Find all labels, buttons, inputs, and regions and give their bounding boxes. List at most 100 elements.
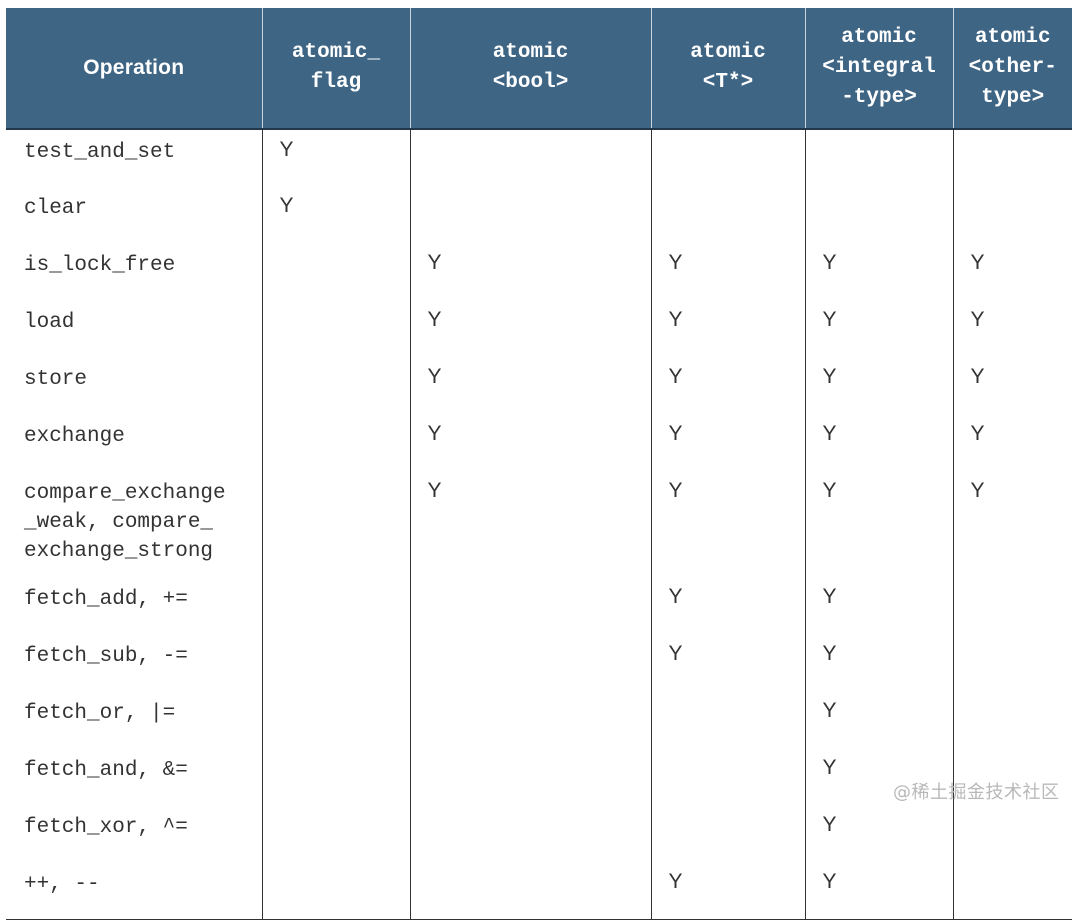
- operation-cell: fetch_and, &=: [6, 748, 263, 805]
- support-cell: Y: [805, 300, 954, 357]
- table-body: test_and_set Y clear Y is_lock_free Y Y: [6, 129, 1072, 920]
- header-atomic-flag: atomic_ flag: [262, 8, 411, 130]
- support-cell: [953, 862, 1072, 920]
- operation-cell: exchange: [6, 414, 263, 471]
- support-cell: [262, 300, 411, 357]
- support-cell: [651, 129, 806, 186]
- header-operation: Operation: [6, 8, 263, 130]
- table-header: Operation atomic_ flag atomic <bool> ato…: [6, 8, 1072, 130]
- table-row: fetch_and, &= Y: [6, 748, 1072, 805]
- table-row: test_and_set Y: [6, 129, 1072, 186]
- table-row: fetch_or, |= Y: [6, 691, 1072, 748]
- support-cell: [410, 634, 652, 691]
- support-cell: [953, 691, 1072, 748]
- operation-cell: load: [6, 300, 263, 357]
- support-cell: Y: [651, 577, 806, 634]
- support-cell: [262, 748, 411, 805]
- operation-cell: fetch_sub, -=: [6, 634, 263, 691]
- support-cell: Y: [410, 414, 652, 471]
- support-cell: [262, 634, 411, 691]
- header-atomic-integral: atomic <integral -type>: [805, 8, 954, 130]
- support-cell: [953, 577, 1072, 634]
- operation-cell: fetch_xor, ^=: [6, 805, 263, 862]
- support-cell: [410, 748, 652, 805]
- operation-cell: clear: [6, 186, 263, 243]
- support-cell: [410, 691, 652, 748]
- support-cell: Y: [651, 357, 806, 414]
- support-cell: Y: [805, 862, 954, 920]
- support-cell: Y: [262, 129, 411, 186]
- support-cell: Y: [651, 243, 806, 300]
- support-cell: [262, 805, 411, 862]
- operation-cell: compare_exchange _weak, compare_ exchang…: [6, 471, 263, 577]
- support-cell: Y: [805, 805, 954, 862]
- support-cell: Y: [970, 365, 985, 388]
- support-cell: [410, 862, 652, 920]
- support-cell: [953, 186, 1072, 243]
- operation-cell: is_lock_free: [6, 243, 263, 300]
- operation-cell: ++, --: [6, 862, 263, 920]
- support-cell: [805, 186, 954, 243]
- table-row: store Y Y Y Y: [6, 357, 1072, 414]
- support-cell: Y: [805, 357, 954, 414]
- support-cell: Y: [805, 577, 954, 634]
- support-cell: [410, 577, 652, 634]
- atomic-operations-table: Operation atomic_ flag atomic <bool> ato…: [6, 8, 1072, 920]
- table-row: load Y Y Y Y: [6, 300, 1072, 357]
- table-row: fetch_xor, ^= Y: [6, 805, 1072, 862]
- support-cell: Y: [651, 862, 806, 920]
- table-row: clear Y: [6, 186, 1072, 243]
- support-cell: Y: [805, 691, 954, 748]
- table-row: exchange Y Y Y Y: [6, 414, 1072, 471]
- support-cell: Y: [410, 357, 652, 414]
- support-cell: [262, 471, 411, 577]
- operation-cell: fetch_add, +=: [6, 577, 263, 634]
- support-cell: Y: [970, 308, 985, 331]
- support-cell: Y: [805, 243, 954, 300]
- support-cell: [651, 186, 806, 243]
- header-atomic-pointer: atomic <T*>: [651, 8, 806, 130]
- support-cell: [953, 805, 1072, 862]
- support-cell: Y: [651, 300, 806, 357]
- watermark: @稀土掘金技术社区: [893, 782, 1060, 803]
- support-cell: [410, 805, 652, 862]
- support-cell: [262, 577, 411, 634]
- support-cell: [953, 634, 1072, 691]
- support-cell: Y: [805, 748, 954, 805]
- support-cell: Y: [262, 186, 411, 243]
- support-cell: [805, 129, 954, 186]
- operation-cell: fetch_or, |=: [6, 691, 263, 748]
- operation-cell: test_and_set: [6, 129, 263, 186]
- support-cell: [262, 243, 411, 300]
- support-cell: [953, 129, 1072, 186]
- support-cell: Y: [805, 471, 954, 577]
- table-row: fetch_sub, -= Y Y: [6, 634, 1072, 691]
- support-cell: Y: [410, 471, 652, 577]
- support-cell: Y: [970, 479, 985, 502]
- support-cell: [262, 691, 411, 748]
- support-cell: Y: [651, 634, 806, 691]
- header-atomic-other: atomic <other- type>: [953, 8, 1072, 130]
- table-row: ++, -- Y Y: [6, 862, 1072, 920]
- support-cell: [651, 691, 806, 748]
- support-cell: Y: [651, 471, 806, 577]
- support-cell: Y: [651, 414, 806, 471]
- operations-table-frame: Operation atomic_ flag atomic <bool> ato…: [6, 8, 1072, 920]
- header-atomic-bool: atomic <bool>: [410, 8, 652, 130]
- table-row: is_lock_free Y Y Y Y: [6, 243, 1072, 300]
- support-cell: Y: [805, 414, 954, 471]
- support-cell: Y: [970, 251, 985, 274]
- support-cell: [262, 357, 411, 414]
- support-cell: [410, 129, 652, 186]
- support-cell: [262, 862, 411, 920]
- support-cell: [651, 748, 806, 805]
- support-cell: Y: [410, 300, 652, 357]
- support-cell: [651, 805, 806, 862]
- support-cell: Y: [970, 422, 985, 445]
- support-cell: [410, 186, 652, 243]
- header-row: Operation atomic_ flag atomic <bool> ato…: [6, 8, 1072, 130]
- operation-cell: store: [6, 357, 263, 414]
- table-row: fetch_add, += Y Y: [6, 577, 1072, 634]
- table-row: compare_exchange _weak, compare_ exchang…: [6, 471, 1072, 577]
- support-cell: Y: [410, 243, 652, 300]
